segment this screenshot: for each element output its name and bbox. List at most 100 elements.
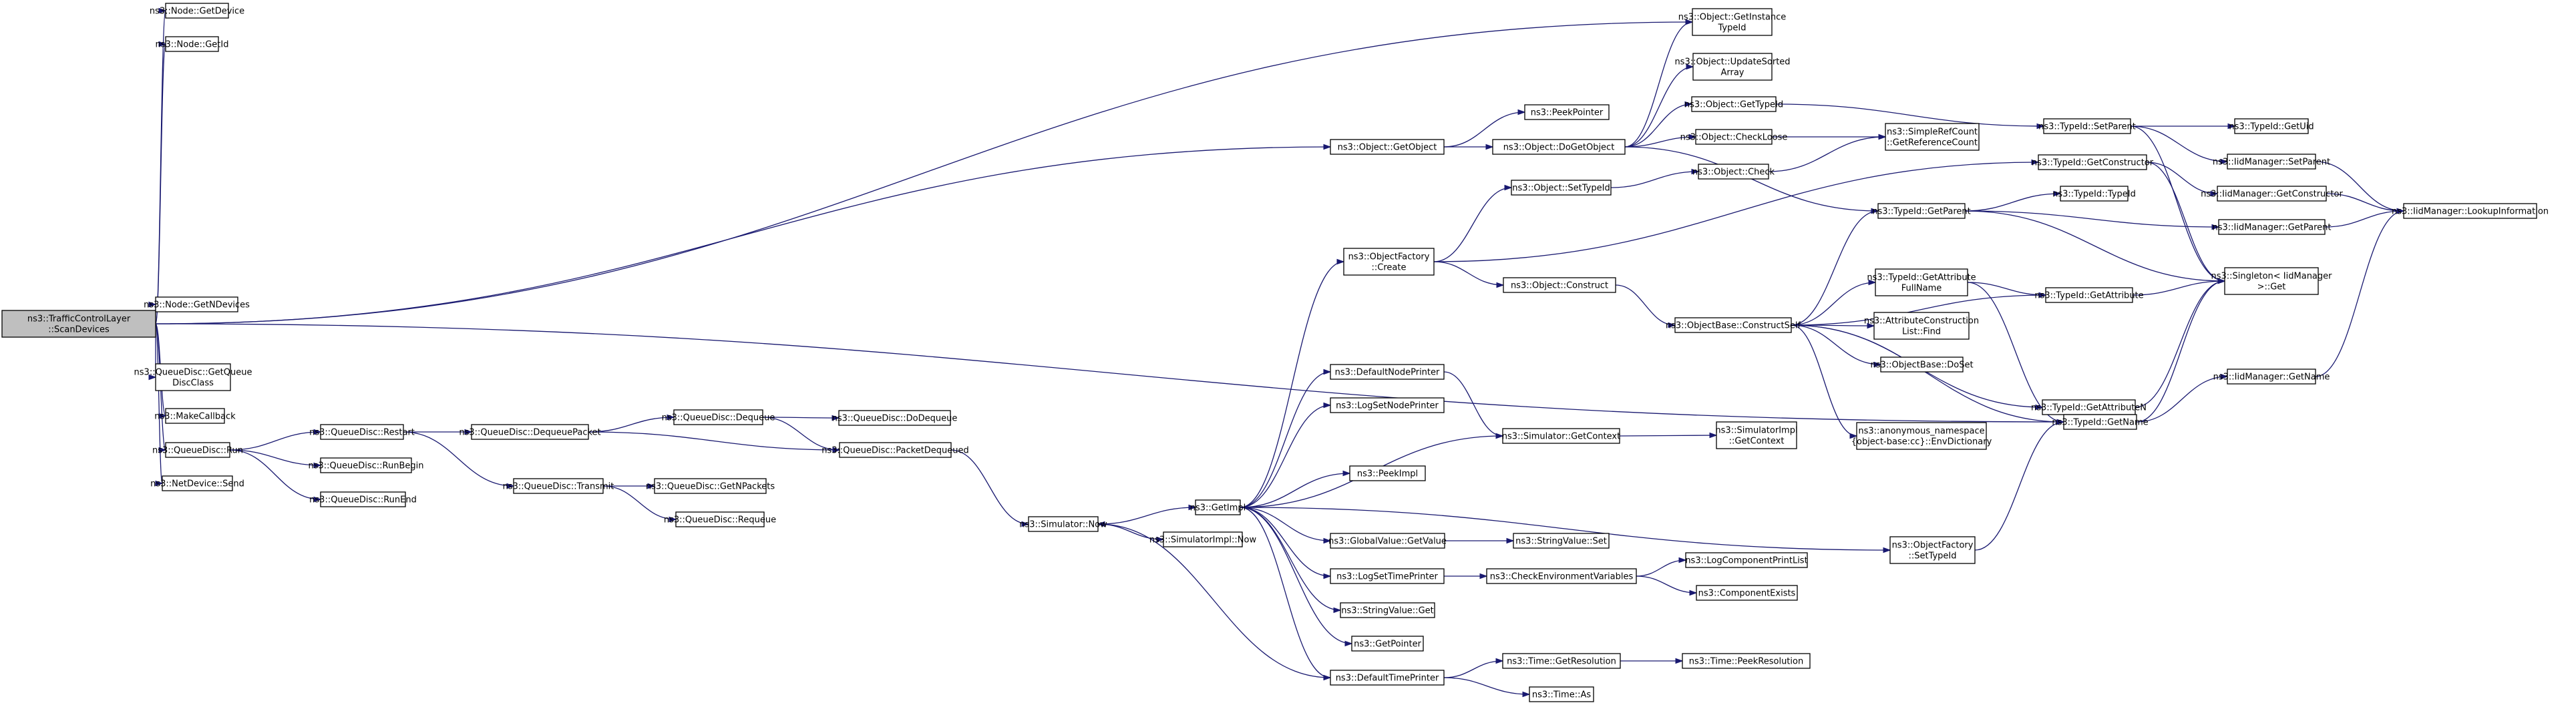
- node-anon-envdictionary[interactable]: ns3::anonymous_namespace{object-base:cc}…: [1851, 422, 1992, 450]
- node-obj-dogetobject[interactable]: ns3::Object::DoGetObject: [1492, 139, 1626, 155]
- node-peekpointer[interactable]: ns3::PeekPointer: [1524, 104, 1610, 120]
- node-objfactory-create[interactable]: ns3::ObjectFactory::Create: [1343, 248, 1435, 276]
- node-typeid-getconstructor[interactable]: ns3::TypeId::GetConstructor: [2032, 154, 2154, 170]
- node-node-getndevices[interactable]: ns3::Node::GetNDevices: [144, 296, 250, 312]
- node-root[interactable]: ns3::TrafficControlLayer::ScanDevices: [1, 310, 156, 338]
- node-qd-packetdequeued[interactable]: ns3::QueueDisc::PacketDequeued: [821, 442, 969, 458]
- edge-arrowhead: [2210, 190, 2219, 197]
- edge-objbase_constructself-to-objbase_doset: [1791, 324, 1882, 368]
- node-netdevice-send[interactable]: ns3::NetDevice::Send: [150, 475, 244, 491]
- node-qd-runend[interactable]: ns3::QueueDisc::RunEnd: [309, 491, 417, 507]
- node-qd-dodequeue[interactable]: ns3::QueueDisc::DoDequeue: [832, 410, 958, 426]
- node-typeid-getparent[interactable]: ns3::TypeId::GetParent: [1872, 203, 1971, 219]
- edge-line: [1624, 103, 1692, 148]
- node-checkenvvars[interactable]: ns3::CheckEnvironmentVariables: [1486, 568, 1637, 584]
- node-typeid-setparent[interactable]: ns3::TypeId::SetParent: [2038, 118, 2136, 134]
- node-label: ns3::QueueDisc::DequeuePacket: [459, 428, 600, 438]
- node-box: [1880, 357, 1964, 373]
- node-obj-construct[interactable]: ns3::Object::Construct: [1503, 277, 1616, 293]
- edge-line: [155, 21, 1693, 324]
- edge-objfactory_create-to-obj_construct: [1433, 261, 1505, 288]
- node-qd-getnpackets[interactable]: ns3::QueueDisc::GetNPackets: [646, 478, 775, 494]
- node-qd-dequeuepacket[interactable]: ns3::QueueDisc::DequeuePacket: [459, 424, 601, 440]
- node-sim-now[interactable]: ns3::Simulator::Now: [1019, 516, 1107, 532]
- edge-arrowhead: [2211, 224, 2220, 230]
- node-qd-runbegin[interactable]: ns3::QueueDisc::RunBegin: [309, 457, 424, 473]
- node-iidm-lookupinformation[interactable]: ns3::IidManager::LookupInformation: [2392, 203, 2549, 219]
- node-label: ns3::anonymous_namespace: [1858, 427, 1984, 437]
- node-makecallback[interactable]: ns3::MakeCallback: [154, 408, 236, 424]
- node-time-getresolution[interactable]: ns3::Time::GetResolution: [1502, 653, 1621, 669]
- node-qd-transmit[interactable]: ns3::QueueDisc::Transmit: [503, 478, 614, 494]
- node-typeid-getname[interactable]: ns3::TypeId::GetName: [2052, 414, 2149, 430]
- node-node-getid[interactable]: ns3::Node::GetId: [156, 36, 229, 52]
- node-singleton-get[interactable]: ns3::Singleton< IidManager>::Get: [2211, 267, 2332, 295]
- node-defaulttimeprinter[interactable]: ns3::DefaultTimePrinter: [1330, 670, 1445, 686]
- node-iidm-getconstructor[interactable]: ns3::IidManager::GetConstructor: [2201, 186, 2343, 202]
- node-label: ns3::QueueDisc::GetQueue: [134, 368, 252, 378]
- node-box: [2227, 154, 2316, 170]
- node-simplerefcount[interactable]: ns3::SimpleRefCount::GetReferenceCount: [1885, 123, 1980, 151]
- node-logsettimeprinter[interactable]: ns3::LogSetTimePrinter: [1330, 568, 1445, 584]
- node-defaultnodeprinter[interactable]: ns3::DefaultNodePrinter: [1330, 364, 1445, 380]
- node-objbase-doset[interactable]: ns3::ObjectBase::DoSet: [1870, 357, 1974, 373]
- node-qd-restart[interactable]: ns3::QueueDisc::Restart: [309, 424, 415, 440]
- node-simimpl-getcontext[interactable]: ns3::SimulatorImpl::GetContext: [1715, 421, 1798, 449]
- node-logsetnodeprinter[interactable]: ns3::LogSetNodePrinter: [1330, 397, 1445, 413]
- node-label: ns3::NetDevice::Send: [150, 479, 244, 489]
- node-qd-requeue[interactable]: ns3::QueueDisc::Requeue: [664, 511, 776, 527]
- node-label: ns3::QueueDisc::Requeue: [664, 515, 776, 525]
- node-time-as[interactable]: ns3::Time::As: [1529, 686, 1594, 702]
- node-iidm-getparent[interactable]: ns3::IidManager::GetParent: [2212, 219, 2332, 235]
- edge-objbase_constructself-to-typeid_getparent: [1791, 208, 1879, 326]
- node-label: ns3::Object::SetTypeId: [1512, 184, 1610, 194]
- node-label: ns3::Node::GetNDevices: [144, 300, 250, 310]
- node-obj-checkloose[interactable]: ns3::Object::CheckLoose: [1680, 129, 1788, 145]
- node-label: ns3::AttributeConstruction: [1864, 316, 1979, 326]
- node-objbase-constructself[interactable]: ns3::ObjectBase::ConstructSelf: [1666, 317, 1801, 333]
- edge-line: [950, 449, 1029, 525]
- edge-arrowhead: [1675, 658, 1684, 664]
- node-componentexists[interactable]: ns3::ComponentExists: [1696, 585, 1798, 601]
- node-logcomponentprintlist[interactable]: ns3::LogComponentPrintList: [1685, 552, 1808, 568]
- node-label: ns3::QueueDisc::Dequeue: [662, 413, 775, 423]
- edge-line: [155, 43, 166, 324]
- node-label: ns3::QueueDisc::Transmit: [503, 482, 614, 492]
- node-stringvalue-set[interactable]: ns3::StringValue::Set: [1513, 533, 1610, 549]
- edge-arrowhead: [1517, 109, 1526, 115]
- node-node-getdevice[interactable]: ns3::Node::GetDevice: [150, 3, 244, 19]
- node-peekimpl[interactable]: ns3::PeekImpl: [1349, 465, 1426, 481]
- node-sim-getcontext[interactable]: ns3::Simulator::GetContext: [1502, 428, 1620, 444]
- node-typeid-getattribute[interactable]: ns3::TypeId::GetAttribute: [2034, 287, 2144, 303]
- node-stringvalue-get[interactable]: ns3::StringValue::Get: [1340, 602, 1435, 618]
- node-iidm-setparent[interactable]: ns3::IidManager::SetParent: [2213, 154, 2330, 170]
- node-typeid-getattributen[interactable]: ns3::TypeId::GetAttributeN: [2031, 399, 2147, 415]
- node-obj-getobject[interactable]: ns3::Object::GetObject: [1330, 139, 1445, 155]
- node-typeid-typeid[interactable]: ns3::TypeId::TypeId: [2052, 186, 2136, 202]
- node-simimpl-now[interactable]: ns3::SimulatorImpl::Now: [1149, 531, 1257, 547]
- node-obj-settypeid[interactable]: ns3::Object::SetTypeId: [1511, 180, 1612, 196]
- edge-obj_dogetobject-to-obj_checkloose: [1624, 134, 1697, 148]
- edge-line: [1097, 507, 1196, 525]
- edge-line: [762, 417, 840, 419]
- node-qd-dequeue[interactable]: ns3::QueueDisc::Dequeue: [662, 409, 775, 425]
- node-getpointer[interactable]: ns3::GetPointer: [1351, 636, 1424, 652]
- node-globalvalue-getvalue[interactable]: ns3::GlobalValue::GetValue: [1328, 533, 1447, 549]
- node-typeid-getuid[interactable]: ns3::TypeId::GetUid: [2229, 118, 2314, 134]
- node-qd-run[interactable]: ns3::QueueDisc::Run: [152, 442, 243, 458]
- node-objfactory-settypeid[interactable]: ns3::ObjectFactory::SetTypeId: [1889, 536, 1976, 564]
- node-obj-check[interactable]: ns3::Object::Check: [1692, 164, 1775, 180]
- node-getimpl[interactable]: ns3::GetImpl: [1190, 499, 1246, 515]
- edge-typeid_getname-to-singleton_get: [2136, 278, 2226, 423]
- edge-arrowhead: [2031, 159, 2040, 166]
- edge-arrowhead: [148, 301, 157, 308]
- node-iidm-getname[interactable]: ns3::IidManager::GetName: [2213, 369, 2330, 385]
- node-time-peekresolution[interactable]: ns3::Time::PeekResolution: [1682, 653, 1811, 669]
- node-obj-gettypeid[interactable]: ns3::Object::GetTypeId: [1684, 96, 1783, 112]
- edge-arrowhead: [1496, 282, 1505, 288]
